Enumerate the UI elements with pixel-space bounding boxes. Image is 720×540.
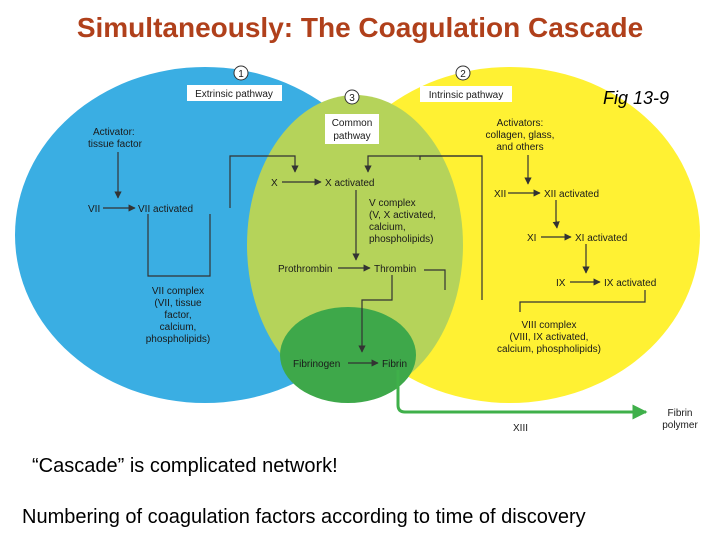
vii-complex-line: (VII, tissue	[154, 298, 202, 309]
common-region	[247, 95, 463, 395]
arrow-thrombin-feedback	[424, 269, 446, 290]
extrinsic-pathway-header: 1 Extrinsic pathway	[187, 65, 282, 101]
pathway-number-badge	[344, 89, 360, 105]
viii-complex-line: (VIII, IX activated,	[510, 332, 589, 343]
vii-complex-line: VII complex	[152, 286, 204, 297]
vii-complex-label: VII complex (VII, tissue factor, calcium…	[146, 286, 211, 345]
thrombin: Thrombin	[374, 264, 416, 275]
factor-vii-activated: VII activated	[138, 204, 193, 215]
pathway-number: 3	[349, 93, 355, 104]
factor-xiii: XIII	[513, 423, 528, 434]
factor-xii-activated: XII activated	[544, 189, 599, 200]
vii-complex-line: factor,	[164, 310, 191, 321]
factor-ix-activated: IX activated	[604, 278, 656, 289]
fibrin: Fibrin	[382, 359, 407, 370]
common-pathway-label-2: pathway	[333, 131, 370, 142]
note-numbering: Numbering of coagulation factors accordi…	[22, 506, 586, 528]
v-complex-line: calcium,	[369, 222, 406, 233]
v-complex-label: V complex (V, X activated, calcium, phos…	[369, 198, 436, 245]
intrinsic-pathway-header: 2 Intrinsic pathway	[420, 65, 512, 102]
arrow-xii-to-xi	[552, 200, 560, 229]
fibrinogen: Fibrinogen	[293, 359, 340, 370]
v-complex-line: V complex	[369, 198, 416, 209]
intrinsic-activator-line: collagen, glass,	[486, 130, 555, 141]
arrow-thrombin-to-fibrin	[358, 275, 393, 353]
arrow-loop-to-x-activated	[364, 155, 482, 173]
factor-vii: VII	[88, 204, 100, 215]
intrinsic-activators-label: Activators: collagen, glass, and others	[486, 118, 555, 153]
v-complex-line: (V, X activated,	[369, 210, 436, 221]
viii-complex-label: VIII complex (VIII, IX activated, calciu…	[497, 320, 601, 355]
common-pathway-header: 3 Common pathway	[325, 89, 379, 144]
viii-complex-bracket	[519, 290, 646, 312]
factor-xi-activated: XI activated	[575, 233, 627, 244]
factor-xii: XII	[494, 189, 506, 200]
vii-complex-bracket	[147, 214, 211, 277]
factor-x-activated: X activated	[325, 178, 374, 189]
pathway-number: 2	[460, 69, 466, 80]
fibrin-polymer-2: polymer	[662, 420, 698, 431]
extrinsic-pathway-label: Extrinsic pathway	[195, 89, 273, 100]
extrinsic-activator-2: tissue factor	[88, 139, 143, 150]
slide-title: Simultaneously: The Coagulation Cascade	[76, 12, 644, 43]
factor-x: X	[271, 178, 278, 189]
pathway-number: 1	[238, 69, 244, 80]
vii-complex-line: phospholipids)	[146, 334, 211, 345]
factor-xi: XI	[527, 233, 536, 244]
arrow-vii-to-x	[229, 155, 299, 208]
common-pathway-label-1: Common	[332, 118, 373, 129]
intrinsic-pathway-label: Intrinsic pathway	[429, 90, 503, 101]
cascade-arrows	[103, 152, 646, 367]
pathway-number-badge	[455, 65, 471, 81]
prothrombin: Prothrombin	[278, 264, 332, 275]
arrow-fibrin-polymer	[396, 370, 648, 420]
pathway-number-badge	[233, 65, 249, 81]
viii-complex-line: calcium, phospholipids)	[497, 344, 601, 355]
factor-ix: IX	[556, 278, 566, 289]
intrinsic-activator-line: Activators:	[497, 118, 544, 129]
v-complex-line: phospholipids)	[369, 234, 434, 245]
intrinsic-activator-line: and others	[496, 142, 543, 153]
figure-label: Fig 13-9	[603, 88, 670, 108]
fibrin-region	[280, 307, 416, 403]
note-cascade: “Cascade” is complicated network!	[32, 455, 338, 477]
fibrin-polymer-1: Fibrin	[667, 408, 692, 419]
vii-complex-line: calcium,	[160, 322, 197, 333]
viii-complex-line: VIII complex	[521, 320, 576, 331]
extrinsic-activator-1: Activator:	[93, 127, 135, 138]
